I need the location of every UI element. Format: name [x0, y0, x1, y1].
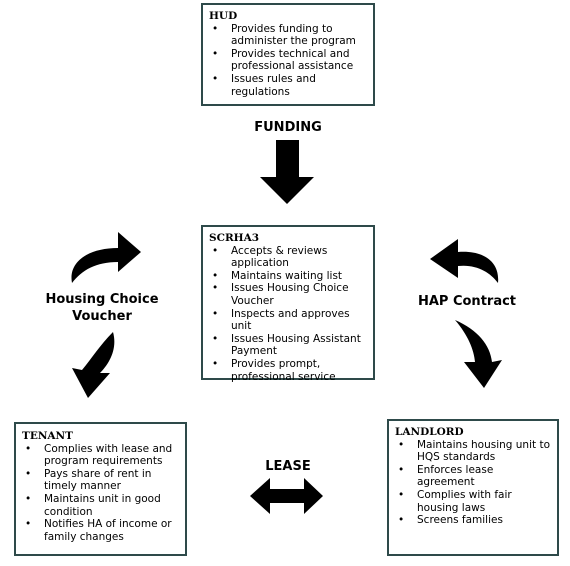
- tenant-title: TENANT: [22, 430, 73, 442]
- scrha-list: Accepts & reviews application Maintains …: [209, 245, 367, 384]
- hud-item: Provides funding to administer the progr…: [209, 23, 367, 48]
- scrha-item: Provides prompt, professional service: [209, 358, 367, 383]
- hud-title: HUD: [209, 10, 238, 22]
- curved-arrow-down-icon: [72, 332, 115, 398]
- lease-double-arrow-icon: [250, 478, 323, 514]
- tenant-item: Maintains unit in good condition: [22, 493, 179, 518]
- hud-list: Provides funding to administer the progr…: [209, 23, 367, 99]
- landlord-box: LANDLORD Maintains housing unit to HQS s…: [387, 419, 559, 556]
- scrha-item: Accepts & reviews application: [209, 245, 367, 270]
- tenant-box: TENANT Complies with lease and program r…: [14, 422, 187, 556]
- funding-label: FUNDING: [254, 120, 322, 135]
- curved-arrow-left-icon: [430, 239, 499, 283]
- hud-box: HUD Provides funding to administer the p…: [201, 3, 375, 106]
- landlord-list: Maintains housing unit to HQS standards …: [395, 439, 551, 527]
- tenant-item: Complies with lease and program requirem…: [22, 443, 179, 468]
- voucher-label-line2: Voucher: [72, 309, 132, 324]
- lease-label: LEASE: [265, 459, 311, 474]
- scrha-title: SCRHA3: [209, 232, 260, 244]
- landlord-item: Maintains housing unit to HQS standards: [395, 439, 551, 464]
- hap-contract-label: HAP Contract: [417, 294, 517, 309]
- funding-down-arrow-icon: [260, 140, 314, 204]
- tenant-list: Complies with lease and program requirem…: [22, 443, 179, 544]
- landlord-title: LANDLORD: [395, 426, 464, 438]
- landlord-item: Complies with fair housing laws: [395, 489, 551, 514]
- landlord-item: Screens families: [395, 514, 551, 527]
- curved-arrow-down-right-icon: [455, 320, 502, 388]
- tenant-item: Pays share of rent in timely manner: [22, 468, 179, 493]
- tenant-item: Notifies HA of income or family changes: [22, 518, 179, 543]
- voucher-label: Housing Choice Voucher: [40, 291, 164, 325]
- voucher-label-line1: Housing Choice: [45, 292, 159, 307]
- scrha-item: Maintains waiting list: [209, 270, 367, 283]
- scrha-box: SCRHA3 Accepts & reviews application Mai…: [201, 225, 375, 383]
- hud-item: Issues rules and regulations: [209, 73, 367, 98]
- landlord-item: Enforces lease agreement: [395, 464, 551, 489]
- hud-item: Provides technical and professional assi…: [209, 48, 367, 73]
- scrha-item: Inspects and approves unit: [209, 308, 367, 333]
- curved-arrow-right-icon: [71, 232, 141, 283]
- scrha-item: Issues Housing Assistant Payment: [209, 333, 367, 358]
- scrha-item: Issues Housing Choice Voucher: [209, 282, 367, 307]
